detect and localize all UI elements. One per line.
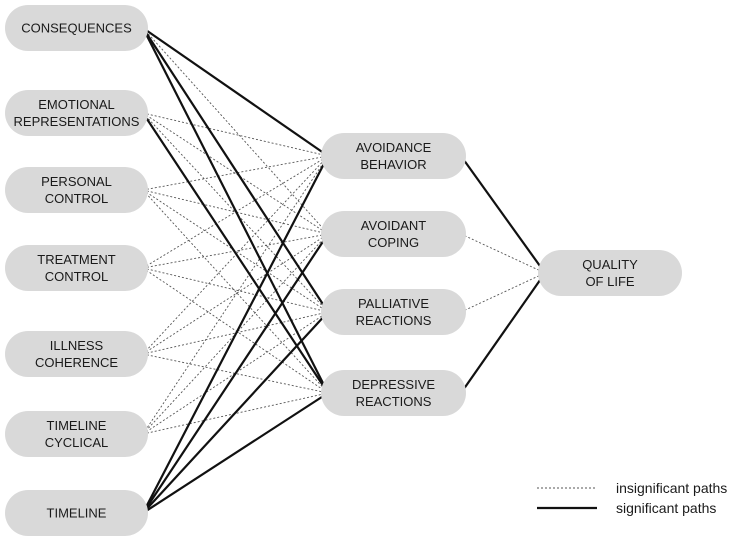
insignificant-path-personal-to-palliative xyxy=(142,189,329,313)
insignificant-path-coherence-to-depressive xyxy=(142,353,329,394)
node-box-avoidant xyxy=(321,211,466,257)
node-box-palliative xyxy=(321,289,466,335)
insignificant-path-treatment-to-depressive xyxy=(142,267,329,394)
insignificant-path-emotional-to-avoidance xyxy=(142,112,329,157)
node-label-emotional: REPRESENTATIONS xyxy=(14,114,140,129)
insignificant-path-coherence-to-avoidance xyxy=(142,155,329,355)
insignificant-path-cyclical-to-depressive xyxy=(142,392,329,435)
node-box-avoidance xyxy=(321,133,466,179)
significant-path-timeline-to-avoidant xyxy=(142,233,329,514)
insignificant-path-treatment-to-avoidant xyxy=(142,233,329,269)
edges-layer xyxy=(142,27,546,514)
significant-path-timeline-to-avoidance xyxy=(142,155,329,514)
node-box-depressive xyxy=(321,370,466,416)
node-label-treatment: TREATMENT xyxy=(37,252,116,267)
node-palliative: PALLIATIVE REACTIONS xyxy=(321,289,466,335)
node-cyclical: TIMELINE CYCLICAL xyxy=(5,411,148,457)
legend-insignificant-label: insignificant paths xyxy=(616,480,727,496)
node-coherence: ILLNESS COHERENCE xyxy=(5,331,148,377)
node-box-treatment xyxy=(5,245,148,291)
node-label-depressive: DEPRESSIVE xyxy=(352,377,435,392)
node-label-personal: CONTROL xyxy=(45,191,109,206)
node-box-cyclical xyxy=(5,411,148,457)
node-depressive: DEPRESSIVE REACTIONS xyxy=(321,370,466,416)
node-label-cyclical: TIMELINE xyxy=(47,418,107,433)
node-label-qol: QUALITY xyxy=(582,257,638,272)
significant-path-consequences-to-depressive xyxy=(142,27,329,394)
insignificant-path-palliative-to-qol xyxy=(460,272,546,313)
node-treatment: TREATMENT CONTROL xyxy=(5,245,148,291)
node-box-coherence xyxy=(5,331,148,377)
node-label-timeline: TIMELINE xyxy=(47,506,107,521)
node-box-consequences xyxy=(5,5,148,51)
node-box-personal xyxy=(5,167,148,213)
node-consequences: CONSEQUENCES xyxy=(5,5,148,51)
legend: insignificant paths significant paths xyxy=(537,480,727,516)
insignificant-path-avoidant-to-qol xyxy=(460,233,546,274)
node-avoidance: AVOIDANCE BEHAVIOR xyxy=(321,133,466,179)
insignificant-path-coherence-to-avoidant xyxy=(142,233,329,355)
node-emotional: EMOTIONAL REPRESENTATIONS xyxy=(5,90,148,136)
node-label-treatment: CONTROL xyxy=(45,269,109,284)
node-label-personal: PERSONAL xyxy=(41,174,112,189)
insignificant-path-personal-to-depressive xyxy=(142,189,329,394)
node-label-palliative: REACTIONS xyxy=(356,313,432,328)
significant-path-avoidance-to-qol xyxy=(460,155,546,274)
node-label-qol: OF LIFE xyxy=(585,274,634,289)
node-label-avoidance: AVOIDANCE xyxy=(356,140,432,155)
insignificant-path-cyclical-to-avoidance xyxy=(142,155,329,435)
node-label-cyclical: CYCLICAL xyxy=(45,435,109,450)
significant-path-timeline-to-palliative xyxy=(142,311,329,514)
node-personal: PERSONAL CONTROL xyxy=(5,167,148,213)
significant-path-depressive-to-qol xyxy=(460,272,546,394)
node-label-coherence: ILLNESS xyxy=(50,338,104,353)
significant-path-timeline-to-depressive xyxy=(142,392,329,514)
insignificant-path-emotional-to-palliative xyxy=(142,112,329,313)
node-box-qol xyxy=(538,250,682,296)
nodes-layer: CONSEQUENCES EMOTIONAL REPRESENTATIONS PERS… xyxy=(5,5,682,536)
node-timeline: TIMELINE xyxy=(5,490,148,536)
node-label-avoidant: AVOIDANT xyxy=(361,218,427,233)
significant-path-consequences-to-palliative xyxy=(142,27,329,313)
significant-path-consequences-to-avoidance xyxy=(142,27,329,157)
node-qol: QUALITY OF LIFE xyxy=(538,250,682,296)
legend-significant-label: significant paths xyxy=(616,500,716,516)
node-label-avoidance: BEHAVIOR xyxy=(360,157,426,172)
node-box-timeline xyxy=(5,490,148,536)
node-avoidant: AVOIDANT COPING xyxy=(321,211,466,257)
insignificant-path-emotional-to-avoidant xyxy=(142,112,329,235)
node-label-coherence: COHERENCE xyxy=(35,355,118,370)
node-label-avoidant: COPING xyxy=(368,235,419,250)
significant-path-emotional-to-depressive xyxy=(142,112,329,394)
node-label-palliative: PALLIATIVE xyxy=(358,296,429,311)
insignificant-path-personal-to-avoidance xyxy=(142,155,329,191)
node-label-depressive: REACTIONS xyxy=(356,394,432,409)
node-box-emotional xyxy=(5,90,148,136)
node-label-consequences: CONSEQUENCES xyxy=(21,21,132,36)
node-label-emotional: EMOTIONAL xyxy=(38,97,115,112)
